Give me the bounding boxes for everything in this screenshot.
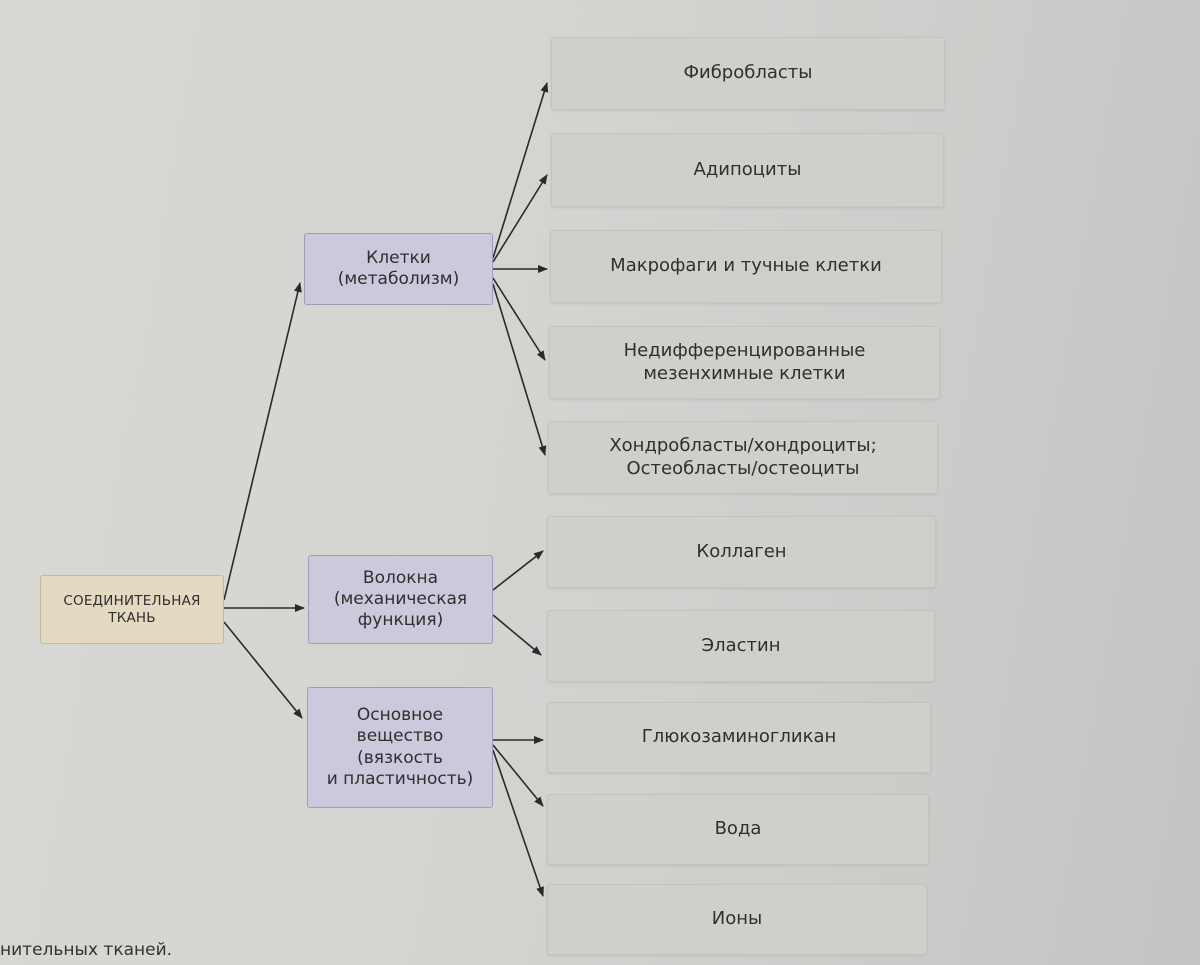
category-label: Основное вещество (вязкость и пластичнос… <box>326 705 474 789</box>
root-label: СОЕДИНИТЕЛЬНАЯ ТКАНЬ <box>63 592 201 626</box>
category-label: Волокна (механическая функция) <box>333 567 468 631</box>
leaf-label: Ионы <box>711 908 763 930</box>
leaf-mesenchymal-cells: Недифференцированные мезенхимные клетки <box>549 326 940 399</box>
arrow-root-to-ground-substance <box>223 621 303 719</box>
arrow-cells-to-mesenchymal <box>492 277 546 361</box>
arrow-cells-to-chondroblasts <box>492 283 547 456</box>
leaf-label: Недифференцированные мезенхимные клетки <box>623 340 866 384</box>
category-ground-substance: Основное вещество (вязкость и пластичнос… <box>307 687 493 808</box>
leaf-collagen: Коллаген <box>547 516 936 588</box>
leaf-label: Эластин <box>701 634 781 656</box>
leaf-label: Фибробласты <box>683 62 813 84</box>
arrow-cells-to-adipocytes <box>492 174 548 263</box>
leaf-label: Хондробласты/хондроциты; Остеобласты/ост… <box>609 435 877 479</box>
category-label: Клетки (метаболизм) <box>337 247 460 289</box>
leaf-chondroblasts-osteoblasts: Хондробласты/хондроциты; Остеобласты/ост… <box>548 421 938 494</box>
leaf-elastin: Эластин <box>547 610 935 682</box>
leaf-label: Глюкозаминогликан <box>641 726 837 748</box>
arrow-ground-to-ions <box>492 749 544 897</box>
category-fibers: Волокна (механическая функция) <box>308 555 493 644</box>
arrow-cells-to-fibroblasts <box>492 82 549 259</box>
leaf-label: Вода <box>714 818 762 840</box>
arrow-root-to-cells <box>223 282 302 601</box>
leaf-label: Коллаген <box>696 540 787 562</box>
leaf-label: Макрофаги и тучные клетки <box>610 255 882 277</box>
leaf-label: Адипоциты <box>693 158 802 180</box>
figure-caption: нительных тканей. <box>0 940 173 960</box>
leaf-glycosaminoglycan: Глюкозаминогликан <box>547 702 931 773</box>
leaf-ions: Ионы <box>547 884 927 955</box>
arrow-fibers-to-elastin <box>492 614 542 656</box>
arrow-ground-to-water <box>492 744 544 807</box>
root-node: СОЕДИНИТЕЛЬНАЯ ТКАНЬ <box>40 575 224 644</box>
leaf-fibroblasts: Фибробласты <box>551 37 945 110</box>
category-cells: Клетки (метаболизм) <box>304 233 493 305</box>
leaf-water: Вода <box>547 794 929 865</box>
leaf-macrophages-mast-cells: Макрофаги и тучные клетки <box>550 230 942 303</box>
arrow-fibers-to-collagen <box>492 550 544 591</box>
leaf-adipocytes: Адипоциты <box>551 133 944 207</box>
